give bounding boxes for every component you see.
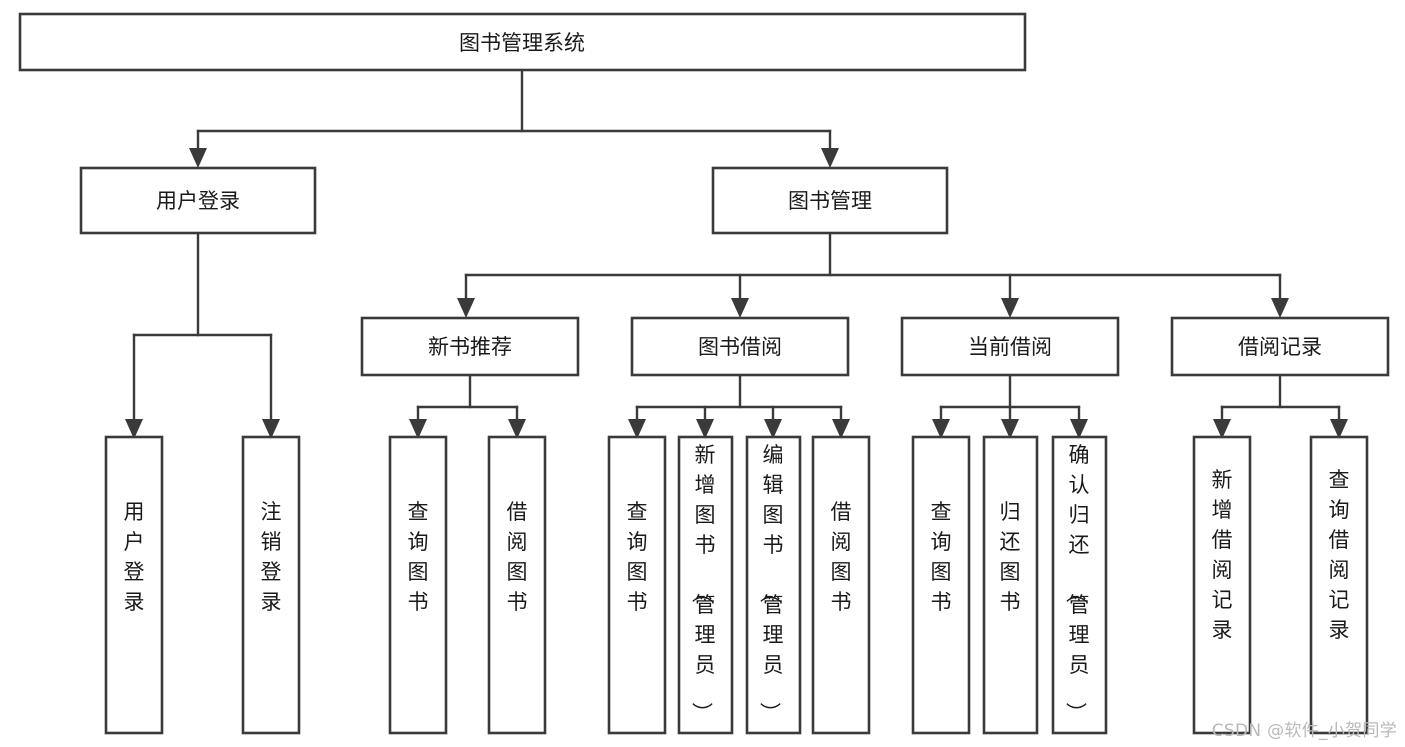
node-leaf-cur-return-label: 归还图书 xyxy=(1000,500,1021,614)
node-leaf-user-logout-label: 注销登录 xyxy=(261,500,282,614)
arrowhead-to-records xyxy=(1271,298,1289,318)
node-records-box[interactable] xyxy=(1170,316,1390,377)
node-leaf-bw-borrow[interactable]: 借阅图书 xyxy=(811,435,871,735)
node-leaf-user-login-label: 用户登录 xyxy=(124,500,145,614)
arrowhead-to-newbook xyxy=(457,298,475,318)
node-leaf-bw-query-box[interactable] xyxy=(607,435,667,735)
node-bookmgmt-box[interactable] xyxy=(711,166,949,235)
node-leaf-cur-query-box[interactable] xyxy=(911,435,971,735)
node-leaf-nb-query-label: 查询图书 xyxy=(408,500,429,614)
node-newbook-box[interactable] xyxy=(360,316,580,377)
node-leaf-nb-borrow-label: 借阅图书 xyxy=(507,500,528,614)
node-leaf-user-logout-box[interactable] xyxy=(241,435,301,735)
node-leaf-cur-return-box[interactable] xyxy=(982,435,1039,735)
node-leaf-bw-add-box[interactable] xyxy=(677,435,734,735)
node-leaf-nb-query[interactable]: 查询图书 xyxy=(388,435,448,735)
node-leaf-bw-borrow-label: 借阅图书 xyxy=(831,500,852,614)
node-leaf-cur-return[interactable]: 归还图书 xyxy=(982,435,1039,735)
node-leaf-bw-query[interactable]: 查询图书 xyxy=(607,435,667,735)
node-leaf-nb-query-box[interactable] xyxy=(388,435,448,735)
node-newbook-label: 新书推荐 xyxy=(428,335,512,359)
arrowhead-to-login xyxy=(189,148,207,168)
node-leaf-bw-query-label: 查询图书 xyxy=(627,500,648,614)
arrowhead-to-bookmgmt xyxy=(821,148,839,168)
arrowhead-to-current xyxy=(1001,298,1019,318)
node-leaf-cur-query-label: 查询图书 xyxy=(931,500,952,614)
node-leaf-nb-borrow[interactable]: 借阅图书 xyxy=(487,435,547,735)
node-leaf-user-logout[interactable]: 注销登录 xyxy=(241,435,301,735)
node-leaf-cur-confirm[interactable]: 确认归还（管理员） xyxy=(1051,435,1108,735)
node-current[interactable]: 当前借阅 xyxy=(900,316,1120,377)
node-leaf-bw-edit-label: 编辑图书（管理员） xyxy=(758,443,784,723)
node-leaf-rec-query-box[interactable] xyxy=(1309,435,1369,735)
node-leaf-rec-add-label: 新增借阅记录 xyxy=(1212,468,1233,642)
node-leaf-rec-query[interactable]: 查询借阅记录 xyxy=(1309,435,1369,735)
node-leaf-bw-add[interactable]: 新增图书（管理员） xyxy=(677,435,734,735)
node-root[interactable]: 图书管理系统 xyxy=(18,12,1027,72)
node-leaf-user-login-box[interactable] xyxy=(104,435,164,735)
node-leaf-cur-confirm-label: 确认归还（管理员） xyxy=(1064,443,1090,723)
node-leaf-bw-borrow-box[interactable] xyxy=(811,435,871,735)
node-records-label: 借阅记录 xyxy=(1238,335,1322,359)
node-login-box[interactable] xyxy=(79,166,317,235)
node-login-label: 用户登录 xyxy=(156,189,240,213)
node-current-label: 当前借阅 xyxy=(968,335,1052,359)
node-leaf-bw-edit-box[interactable] xyxy=(745,435,802,735)
node-leaf-nb-borrow-box[interactable] xyxy=(487,435,547,735)
node-root-label: 图书管理系统 xyxy=(459,31,585,55)
node-bookmgmt-label: 图书管理 xyxy=(788,189,872,213)
node-bookmgmt[interactable]: 图书管理 xyxy=(711,166,949,235)
node-borrow[interactable]: 图书借阅 xyxy=(630,316,850,377)
node-borrow-label: 图书借阅 xyxy=(698,335,782,359)
node-leaf-cur-confirm-box[interactable] xyxy=(1051,435,1108,735)
node-leaf-bw-edit[interactable]: 编辑图书（管理员） xyxy=(745,435,802,735)
node-newbook[interactable]: 新书推荐 xyxy=(360,316,580,377)
node-leaf-rec-query-label: 查询借阅记录 xyxy=(1329,468,1350,642)
arrowhead-to-borrow xyxy=(731,298,749,318)
node-leaf-rec-add-box[interactable] xyxy=(1192,435,1252,735)
node-leaf-cur-query[interactable]: 查询图书 xyxy=(911,435,971,735)
node-leaf-bw-add-label: 新增图书（管理员） xyxy=(690,443,716,723)
node-current-box[interactable] xyxy=(900,316,1120,377)
node-leaf-rec-add[interactable]: 新增借阅记录 xyxy=(1192,435,1252,735)
node-leaf-user-login[interactable]: 用户登录 xyxy=(104,435,164,735)
node-borrow-box[interactable] xyxy=(630,316,850,377)
node-root-box[interactable] xyxy=(18,12,1027,72)
edges-layer xyxy=(125,68,1348,439)
node-login[interactable]: 用户登录 xyxy=(79,166,317,235)
node-records[interactable]: 借阅记录 xyxy=(1170,316,1390,377)
